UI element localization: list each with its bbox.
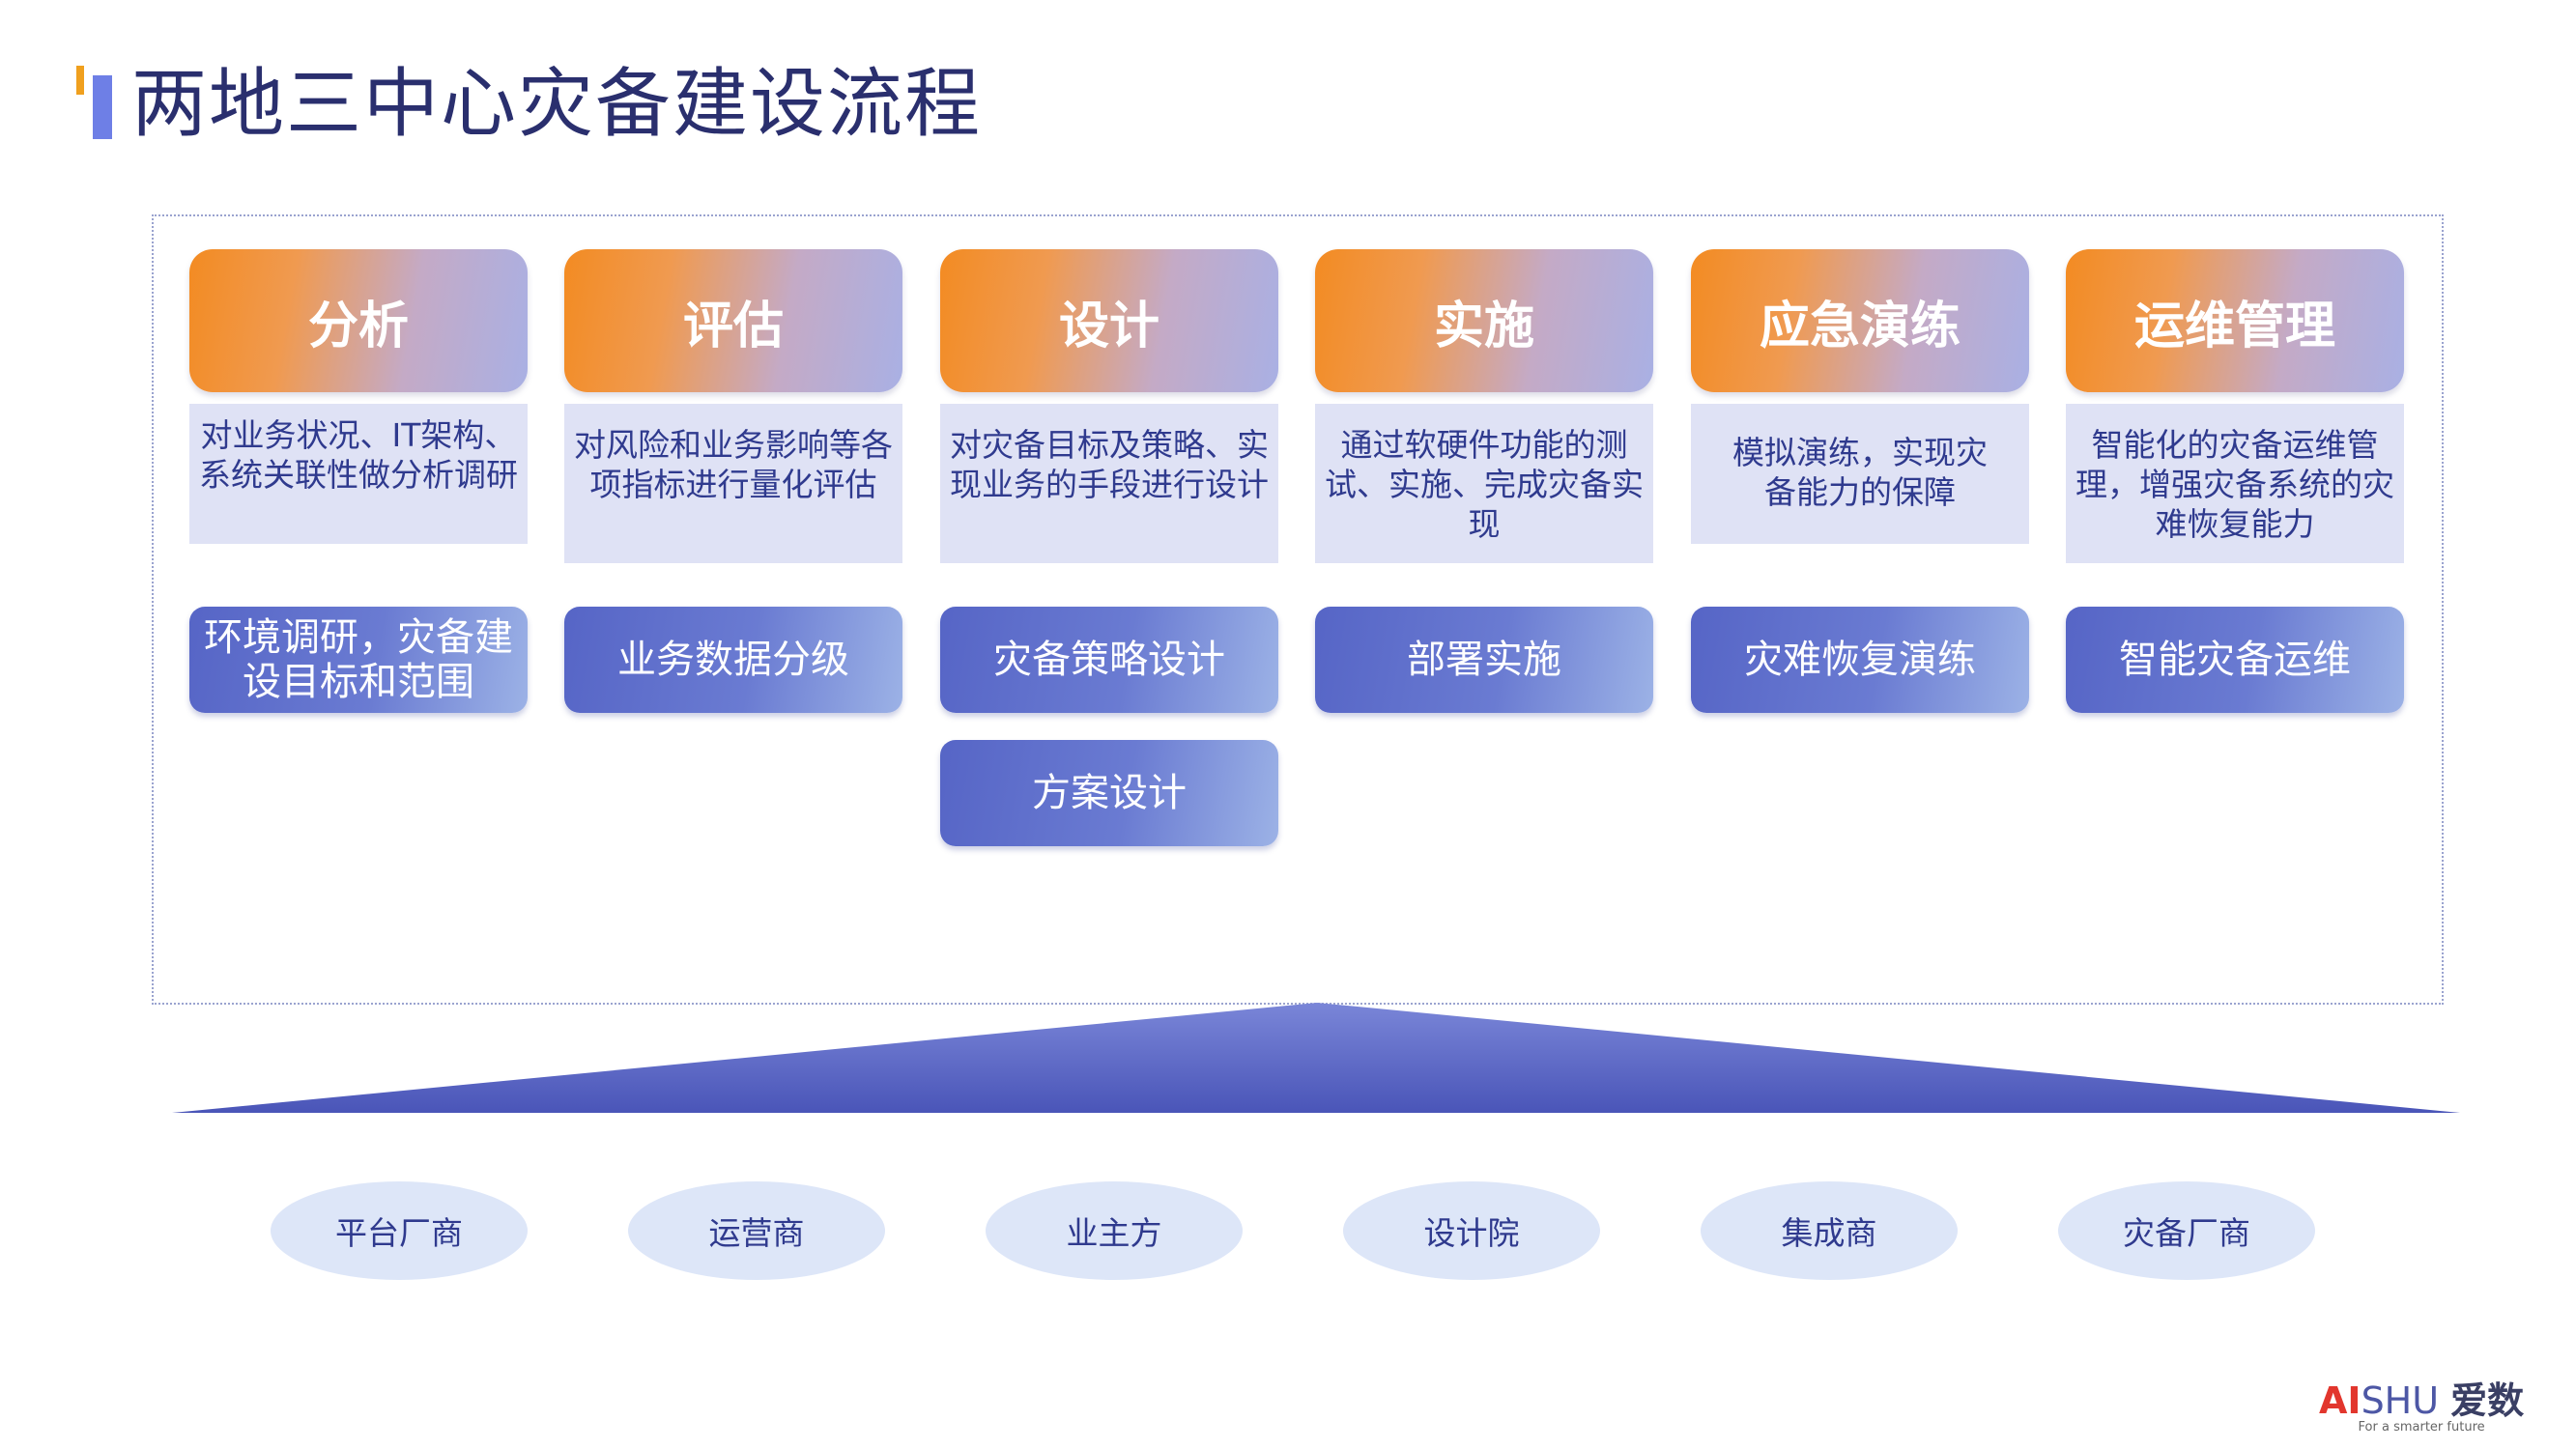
phase-column-drill: 应急演练 模拟演练，实现灾备能力的保障 灾难恢复演练	[1691, 249, 2029, 713]
logo-shu-text: SHU	[2361, 1379, 2440, 1422]
phase-description: 通过软硬件功能的测试、实施、完成灾备实现	[1315, 404, 1653, 563]
title-accent-orange	[76, 66, 84, 95]
stakeholder-ellipse: 设计院	[1343, 1181, 1600, 1280]
action-box: 环境调研，灾备建设目标和范围	[189, 607, 528, 713]
action-box: 智能灾备运维	[2066, 607, 2404, 713]
action-box: 部署实施	[1315, 607, 1653, 713]
action-box: 灾备策略设计	[940, 607, 1278, 713]
phase-header: 评估	[564, 249, 902, 392]
logo-ai-text: AI	[2319, 1379, 2361, 1422]
phase-header: 分析	[189, 249, 528, 392]
stakeholder-ellipse: 灾备厂商	[2058, 1181, 2315, 1280]
phase-header: 实施	[1315, 249, 1653, 392]
phase-description: 对灾备目标及策略、实现业务的手段进行设计	[940, 404, 1278, 563]
stakeholder-ellipse: 集成商	[1701, 1181, 1958, 1280]
process-frame	[152, 214, 2444, 1005]
action-box: 灾难恢复演练	[1691, 607, 2029, 713]
stakeholder-ellipse: 平台厂商	[271, 1181, 528, 1280]
phase-column-design: 设计 对灾备目标及策略、实现业务的手段进行设计 灾备策略设计 方案设计	[940, 249, 1278, 846]
phase-column-assessment: 评估 对风险和业务影响等各项指标进行量化评估 业务数据分级	[564, 249, 902, 713]
logo-cn-text: 爱数	[2450, 1379, 2525, 1422]
phase-description: 智能化的灾备运维管理，增强灾备系统的灾难恢复能力	[2066, 404, 2404, 563]
stakeholder-ellipse: 业主方	[986, 1181, 1243, 1280]
phase-description: 对风险和业务影响等各项指标进行量化评估	[564, 404, 902, 563]
phase-column-analysis: 分析 对业务状况、IT架构、系统关联性做分析调研 环境调研，灾备建设目标和范围	[189, 249, 528, 713]
phase-description: 模拟演练，实现灾备能力的保障	[1691, 404, 2029, 544]
logo-tagline: For a smarter future	[2358, 1420, 2485, 1435]
phase-header: 应急演练	[1691, 249, 2029, 392]
title-accent-blue	[93, 75, 112, 139]
brand-logo: AISHU 爱数 For a smarter future	[2319, 1379, 2524, 1435]
phase-column-implementation: 实施 通过软硬件功能的测试、实施、完成灾备实现 部署实施	[1315, 249, 1653, 713]
phase-description: 对业务状况、IT架构、系统关联性做分析调研	[189, 404, 528, 544]
action-box: 方案设计	[940, 740, 1278, 846]
stakeholder-ellipse: 运营商	[628, 1181, 885, 1280]
foundation-triangle	[172, 1003, 2460, 1113]
page-title: 两地三中心灾备建设流程	[131, 61, 983, 148]
action-box: 业务数据分级	[564, 607, 902, 713]
phase-header: 运维管理	[2066, 249, 2404, 392]
phase-column-operations: 运维管理 智能化的灾备运维管理，增强灾备系统的灾难恢复能力 智能灾备运维	[2066, 249, 2404, 713]
phase-header: 设计	[940, 249, 1278, 392]
